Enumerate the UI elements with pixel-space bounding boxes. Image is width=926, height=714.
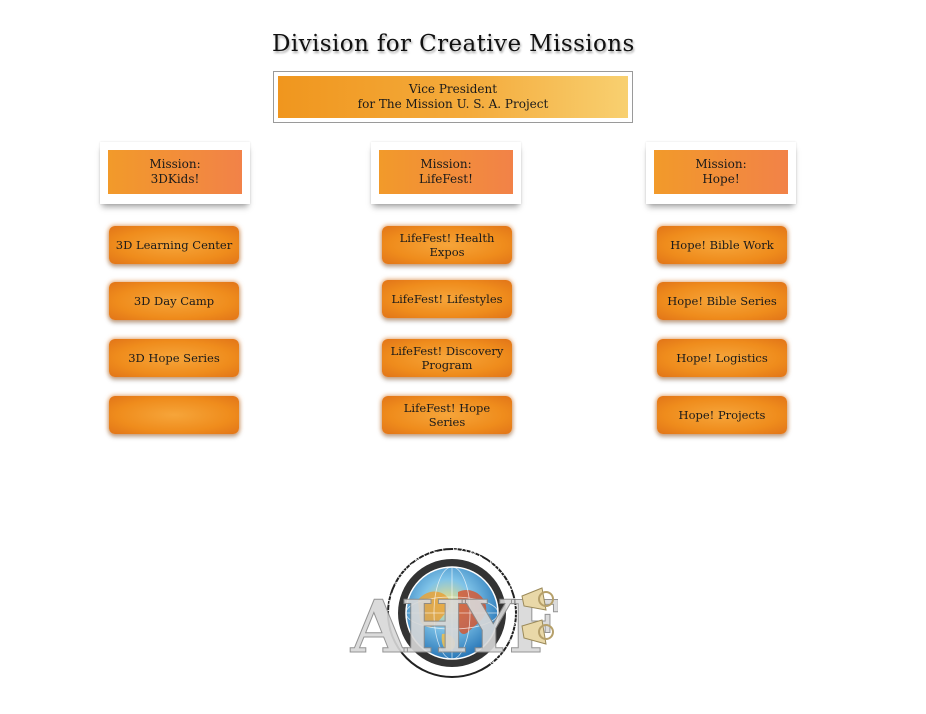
mission-name: Hope! [702, 172, 740, 186]
ahyf-logo: THE ADVENTIST HOME YOUTH FOUNDATION AHYF [349, 548, 558, 678]
department-box: Hope! Bible Series [657, 282, 787, 320]
mission-label-3dkids: Mission: 3DKids! [108, 150, 242, 194]
vice-president-title: Vice President [408, 82, 498, 96]
department-box: Hope! Logistics [657, 339, 787, 377]
mission-heading: Mission: [695, 157, 747, 171]
mission-name: LifeFest! [419, 172, 473, 186]
vice-president-label: Vice President for The Mission U. S. A. … [278, 76, 628, 118]
department-box: LifeFest! Hope Series [382, 396, 512, 434]
department-box-empty [109, 396, 239, 434]
mission-label-hope: Mission: Hope! [654, 150, 788, 194]
mission-heading: Mission: [420, 157, 472, 171]
vice-president-project: for The Mission U. S. A. Project [357, 97, 549, 111]
department-box: LifeFest! Lifestyles [382, 280, 512, 318]
department-box: LifeFest! Health Expos [382, 226, 512, 264]
department-box: 3D Hope Series [109, 339, 239, 377]
department-box: 3D Day Camp [109, 282, 239, 320]
mission-card-3dkids: Mission: 3DKids! [100, 142, 250, 204]
mission-card-lifefest: Mission: LifeFest! [371, 142, 521, 204]
vice-president-box: Vice President for The Mission U. S. A. … [273, 71, 633, 123]
mission-name: 3DKids! [150, 172, 200, 186]
department-box: LifeFest! Discovery Program [382, 339, 512, 377]
mission-card-hope: Mission: Hope! [646, 142, 796, 204]
trumpet-icon [521, 587, 554, 645]
page-title: Division for Creative Missions [272, 31, 635, 57]
department-box: Hope! Projects [657, 396, 787, 434]
department-box: 3D Learning Center [109, 226, 239, 264]
continent-shape [457, 589, 487, 635]
department-box: Hope! Bible Work [657, 226, 787, 264]
mission-heading: Mission: [149, 157, 201, 171]
mission-label-lifefest: Mission: LifeFest! [379, 150, 513, 194]
